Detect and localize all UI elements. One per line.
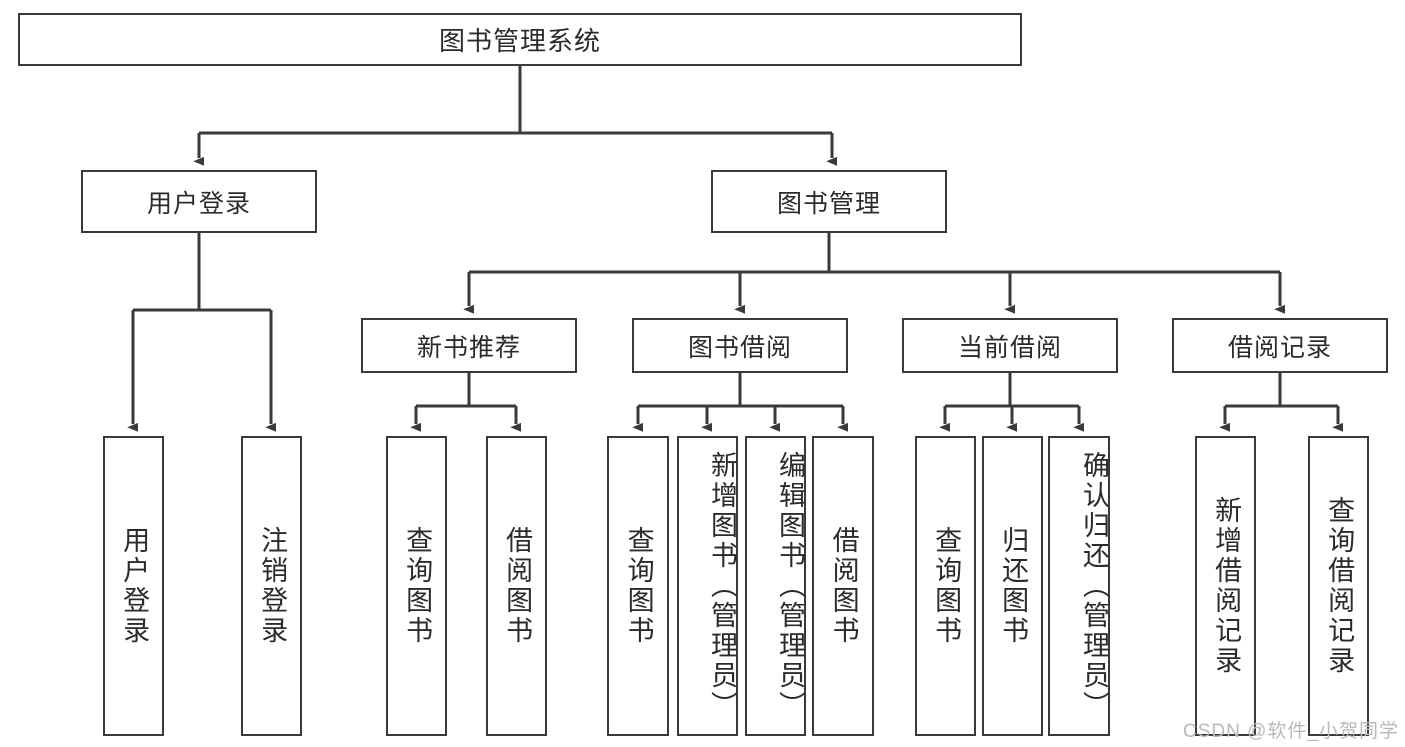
node-new-book-recommend[interactable]: 新书推荐 [361,318,577,373]
node-label: 新书推荐 [416,333,521,362]
leaf-new-book-borrow[interactable]: 借阅图书 [486,436,547,736]
node-current-borrow[interactable]: 当前借阅 [902,318,1118,373]
leaf-book-borrow-borrow[interactable]: 借阅图书 [812,436,874,736]
node-root-system[interactable]: 图书管理系统 [18,13,1022,66]
node-label: 借阅图书 [828,526,859,646]
node-label: 新增图书（管理员） [707,451,737,721]
leaf-book-borrow-edit[interactable]: 编辑图书（管理员） [745,436,806,736]
node-label: 新增借阅记录 [1211,496,1242,676]
node-label: 当前借阅 [957,333,1062,362]
node-label: 查询图书 [931,526,962,646]
node-label: 注销登录 [257,526,288,646]
leaf-current-borrow-query[interactable]: 查询图书 [915,436,976,736]
node-label: 用户登录 [146,189,251,218]
leaf-user-login-signin[interactable]: 用户登录 [103,436,164,736]
leaf-user-login-signout[interactable]: 注销登录 [241,436,302,736]
node-label: 图书管理 [776,189,881,218]
node-label: 确认归还（管理员） [1079,451,1109,721]
leaf-book-borrow-query[interactable]: 查询图书 [607,436,669,736]
node-label: 图书管理系统 [438,26,601,56]
node-label: 图书借阅 [687,333,792,362]
node-label: 借阅记录 [1227,333,1332,362]
node-user-login[interactable]: 用户登录 [81,170,317,233]
node-label: 编辑图书（管理员） [775,451,805,721]
node-label: 用户登录 [119,526,150,646]
leaf-current-borrow-confirm[interactable]: 确认归还（管理员） [1048,436,1110,736]
node-label: 借阅图书 [502,526,533,646]
node-label: 查询借阅记录 [1324,496,1355,676]
watermark-text: CSDN @软件_小贺同学 [1183,721,1399,742]
node-borrow-record[interactable]: 借阅记录 [1172,318,1388,373]
node-book-borrow[interactable]: 图书借阅 [632,318,848,373]
leaf-new-book-query[interactable]: 查询图书 [386,436,447,736]
node-label: 查询图书 [402,526,433,646]
leaf-borrow-record-add[interactable]: 新增借阅记录 [1195,436,1256,736]
leaf-current-borrow-return[interactable]: 归还图书 [982,436,1043,736]
node-label: 归还图书 [998,526,1029,646]
node-book-management[interactable]: 图书管理 [711,170,947,233]
leaf-borrow-record-query[interactable]: 查询借阅记录 [1308,436,1369,736]
leaf-book-borrow-add[interactable]: 新增图书（管理员） [677,436,738,736]
node-label: 查询图书 [623,526,654,646]
